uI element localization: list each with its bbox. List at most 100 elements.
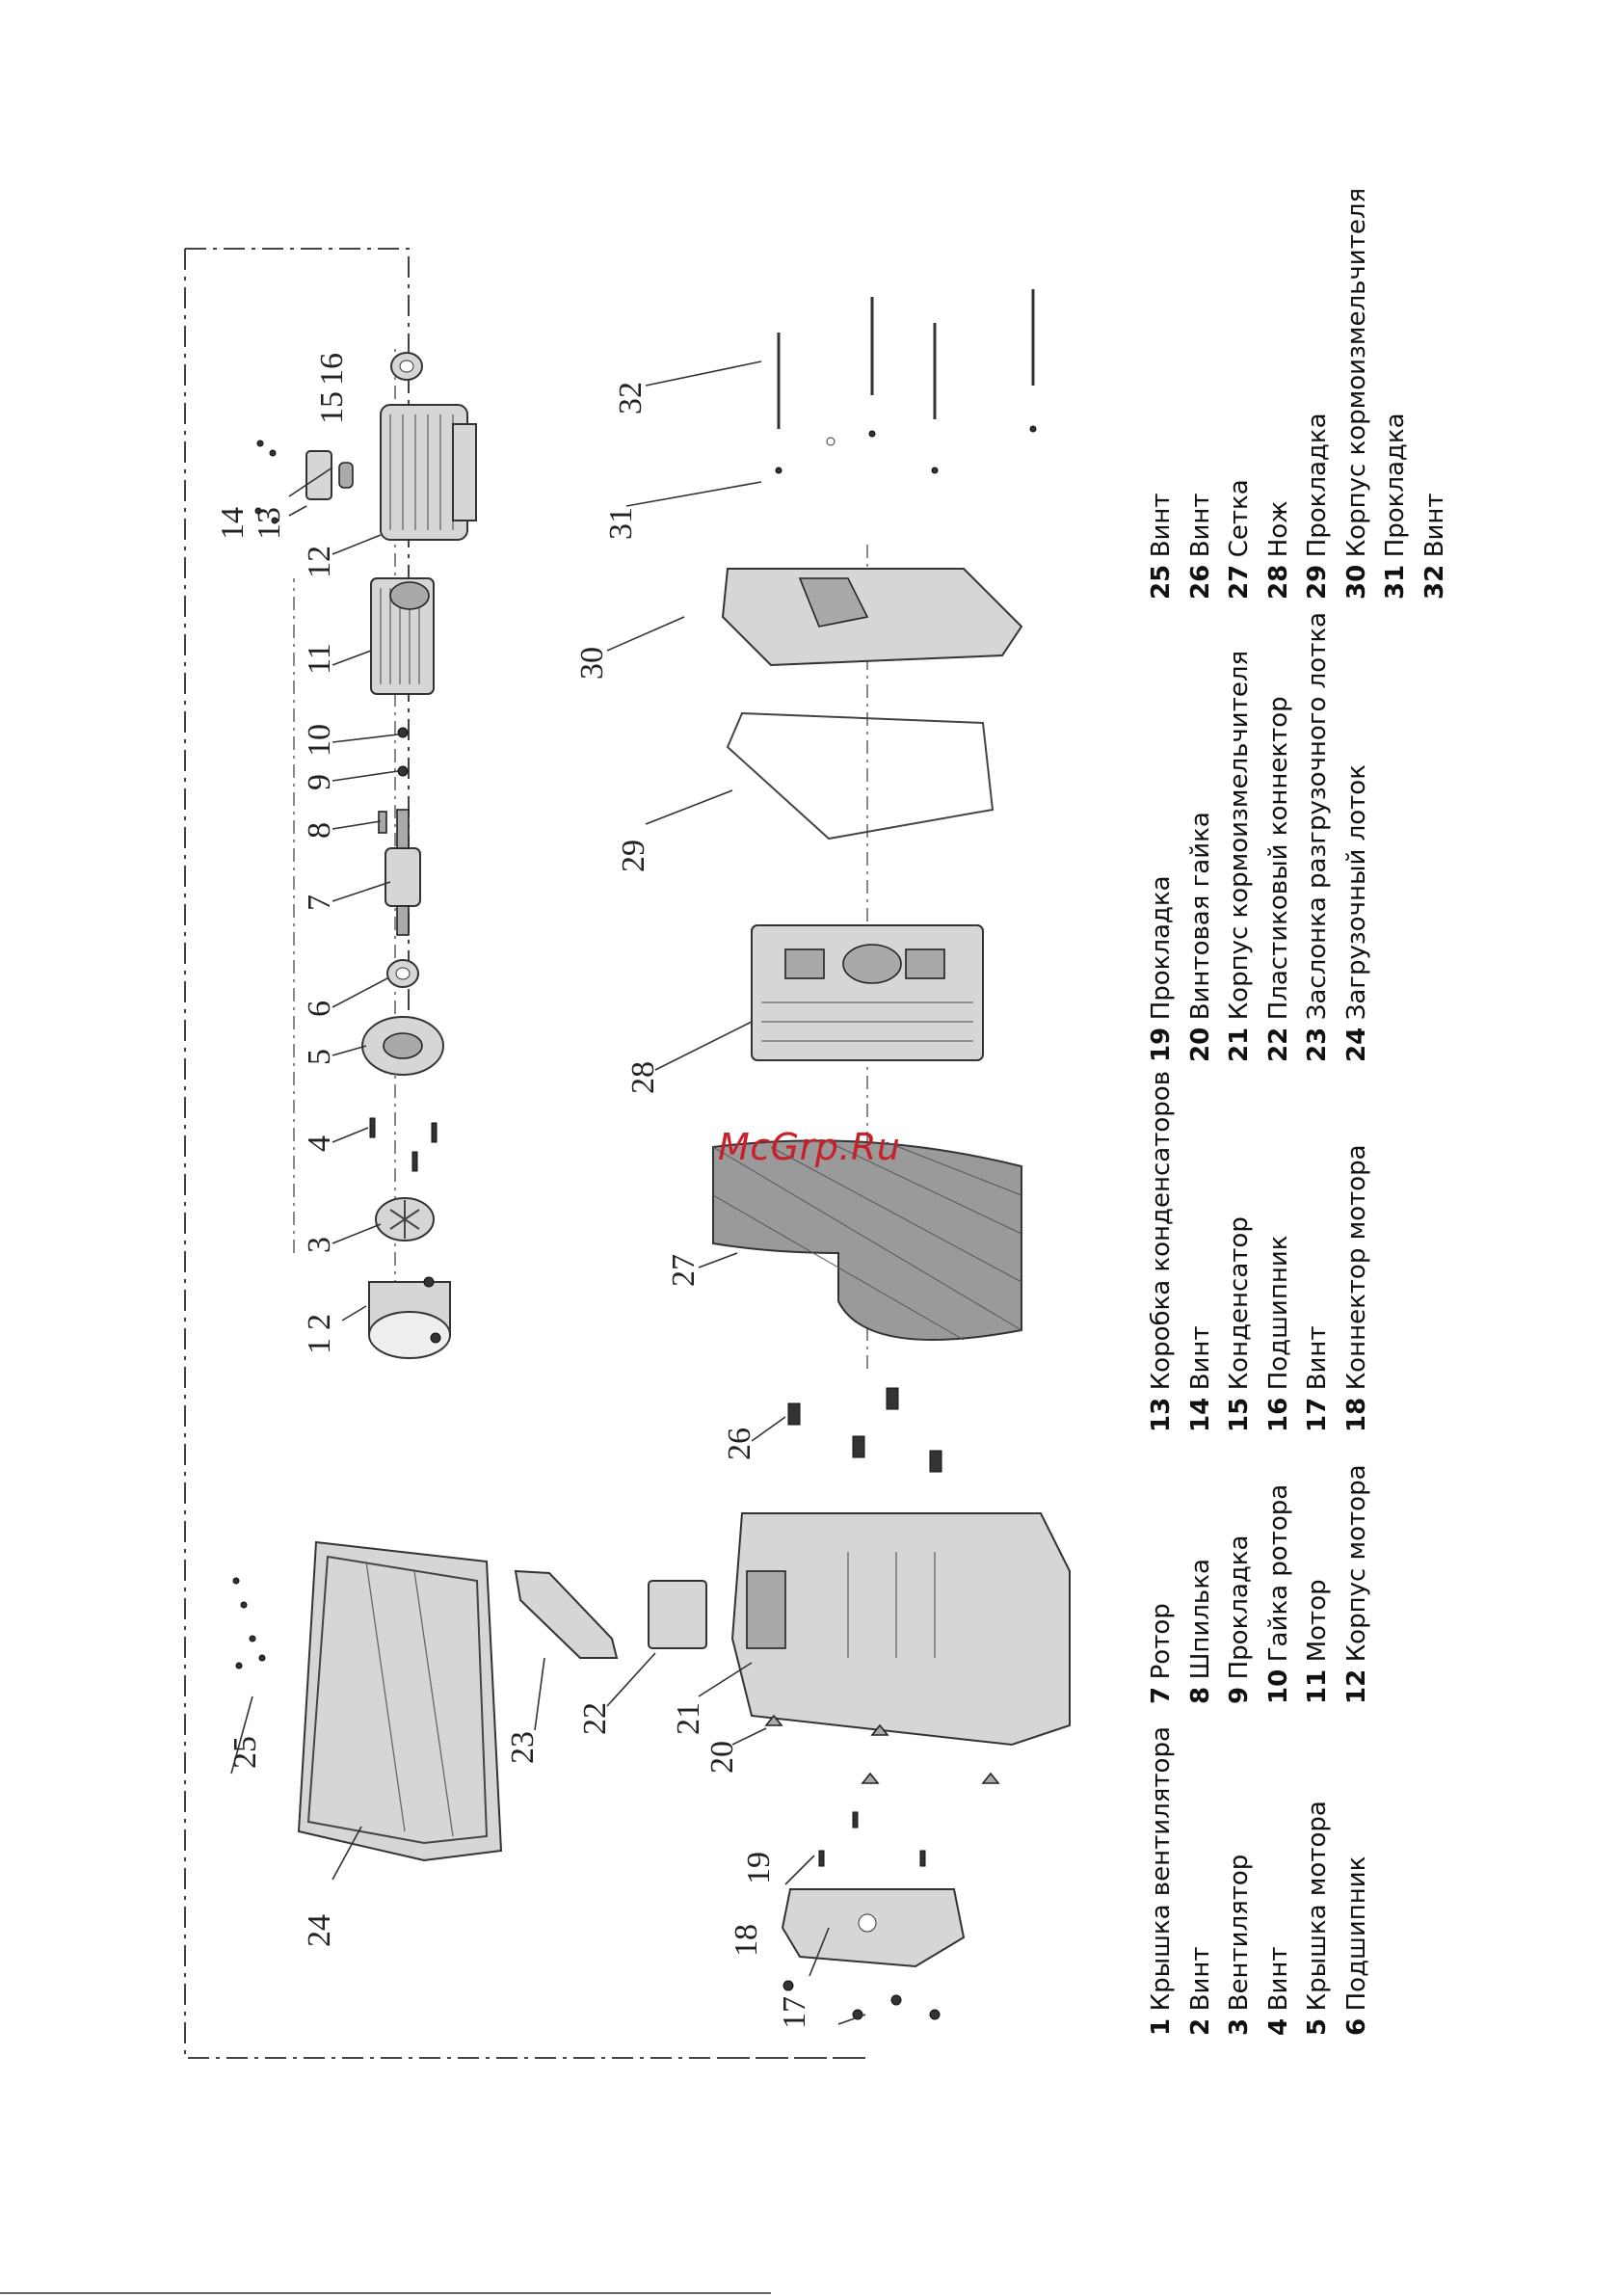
leader-lines <box>230 360 866 2025</box>
mesh-screen <box>712 1139 1022 1341</box>
callout-28: 28 <box>625 1061 661 1094</box>
long-bolts-32 <box>777 289 1035 429</box>
callout-10: 10 <box>302 724 337 757</box>
bolts-26 <box>787 1387 942 1473</box>
callout-13: 13 <box>252 507 287 540</box>
assembly-boundary <box>184 248 869 2059</box>
legend-item: 19 Прокладка <box>1147 875 1176 1062</box>
legend-item: 30 Корпус кормоизмельчителя <box>1341 187 1371 600</box>
legend-item: 25 Винт <box>1147 493 1176 600</box>
callout-24: 24 <box>302 1914 337 1947</box>
legend-item: 6 Подшипник <box>1341 1855 1371 2036</box>
callout-9: 9 <box>302 774 337 790</box>
legend-item: 14 Винт <box>1185 1325 1215 1432</box>
motor-stator <box>370 577 435 695</box>
screws-17 <box>782 1980 941 2020</box>
callout-5: 5 <box>302 1049 337 1065</box>
legend-column-1: 1 Крышка вентилятора 2 Винт 3 Вентилятор… <box>1142 1726 1376 2036</box>
bottom-divider <box>0 2292 771 2294</box>
callout-30: 30 <box>574 647 610 680</box>
callout-31: 31 <box>603 507 639 540</box>
legend-item: 29 Прокладка <box>1303 413 1332 600</box>
screws-4 <box>369 1117 438 1172</box>
capacitor-box <box>254 440 354 524</box>
legend-item: 23 Заслонка разгрузочного лотка <box>1303 612 1332 1062</box>
motor-cover <box>361 1016 444 1076</box>
knife-assembly <box>751 924 984 1061</box>
callout-8: 8 <box>302 822 337 839</box>
callout-19: 19 <box>741 1852 777 1884</box>
callout-16: 16 <box>314 353 350 386</box>
legend-item: 7 Ротор <box>1147 1603 1176 1704</box>
motor-connector <box>781 1888 966 1968</box>
callout-23: 23 <box>505 1731 541 1764</box>
callout-22: 22 <box>577 1702 613 1735</box>
discharge-flap <box>514 1569 619 1659</box>
callout-26: 26 <box>722 1428 757 1460</box>
legend-item: 8 Шпилька <box>1185 1559 1215 1704</box>
legend-item: 5 Крышка мотора <box>1303 1801 1332 2036</box>
callout-21: 21 <box>671 1702 706 1735</box>
legend-item: 31 Прокладка <box>1381 413 1410 600</box>
bearing-6 <box>386 959 419 988</box>
legend-item: 27 Сетка <box>1225 479 1254 600</box>
legend-item: 18 Коннектор мотора <box>1341 1144 1371 1432</box>
motor-housing <box>380 404 477 541</box>
legend-item: 3 Вентилятор <box>1225 1854 1254 2036</box>
callout-6: 6 <box>302 1001 337 1017</box>
legend-column-5: 25 Винт 26 Винт 27 Сетка 28 Нож 29 Прокл… <box>1142 188 1454 600</box>
legend-item: 32 Винт <box>1419 493 1449 600</box>
callout-32: 32 <box>613 382 649 414</box>
legend-item: 9 Прокладка <box>1225 1535 1254 1704</box>
legend-column-2: 7 Ротор 8 Шпилька 9 Прокладка 10 Гайка р… <box>1142 1464 1376 1704</box>
callout-7: 7 <box>302 894 337 911</box>
legend-item: 16 Подшипник <box>1263 1235 1293 1432</box>
callout-25: 25 <box>227 1736 263 1769</box>
grinder-cover <box>721 568 1023 667</box>
washers-19 <box>818 1811 926 1867</box>
callout-15: 15 <box>314 391 350 424</box>
legend-item: 20 Винтовая гайка <box>1185 812 1215 1062</box>
legend-item: 2 Винт <box>1185 1946 1215 2037</box>
callout-4: 4 <box>302 1135 337 1152</box>
fan <box>375 1197 435 1241</box>
legend-item: 15 Конденсатор <box>1225 1216 1254 1432</box>
rotor <box>385 809 421 936</box>
callout-20: 20 <box>704 1741 740 1774</box>
legend-item: 13 Коробка конденсаторов <box>1147 1070 1176 1432</box>
callout-1-2: 12 <box>302 1314 337 1354</box>
fan-cover <box>368 1276 451 1359</box>
legend-item: 12 Корпус мотора <box>1341 1464 1371 1704</box>
callout-labels: 12 3 4 5 6 7 8 9 10 11 12 13 14 15 16 17… <box>215 353 812 2029</box>
callout-27: 27 <box>666 1254 702 1287</box>
legend-item: 24 Загрузочный лоток <box>1341 764 1371 1062</box>
gasket-29 <box>726 711 995 841</box>
callout-12: 12 <box>302 546 337 578</box>
plastic-connector <box>648 1580 707 1649</box>
legend-item: 11 Мотор <box>1303 1579 1332 1704</box>
callout-11: 11 <box>302 643 337 675</box>
legend-item: 21 Корпус кормоизмельчителя <box>1225 650 1254 1062</box>
legend-item: 10 Гайка ротора <box>1263 1483 1293 1704</box>
legend-column-4: 19 Прокладка 20 Винтовая гайка 21 Корпус… <box>1142 612 1376 1062</box>
callout-14: 14 <box>215 507 251 540</box>
loading-tray <box>297 1540 503 1862</box>
washers-31 <box>775 425 1037 474</box>
nuts-20 <box>764 1714 1000 1784</box>
screws-25 <box>232 1577 266 1669</box>
legend-item: 4 Винт <box>1263 1946 1293 2037</box>
legend-item: 17 Винт <box>1303 1325 1332 1432</box>
callout-18: 18 <box>729 1924 764 1957</box>
watermark: McGrp.Ru <box>718 1126 901 1168</box>
legend-item: 1 Крышка вентилятора <box>1147 1726 1176 2036</box>
bearing-16 <box>390 352 423 381</box>
legend-item: 26 Винт <box>1185 493 1215 600</box>
legend-item: 22 Пластиковый коннектор <box>1263 696 1293 1062</box>
callout-3: 3 <box>302 1237 337 1253</box>
callout-29: 29 <box>616 840 651 872</box>
legend-item: 28 Нож <box>1263 500 1293 600</box>
legend-column-3: 13 Коробка конденсаторов 14 Винт 15 Конд… <box>1142 1071 1376 1432</box>
rotor-nut <box>397 727 409 738</box>
